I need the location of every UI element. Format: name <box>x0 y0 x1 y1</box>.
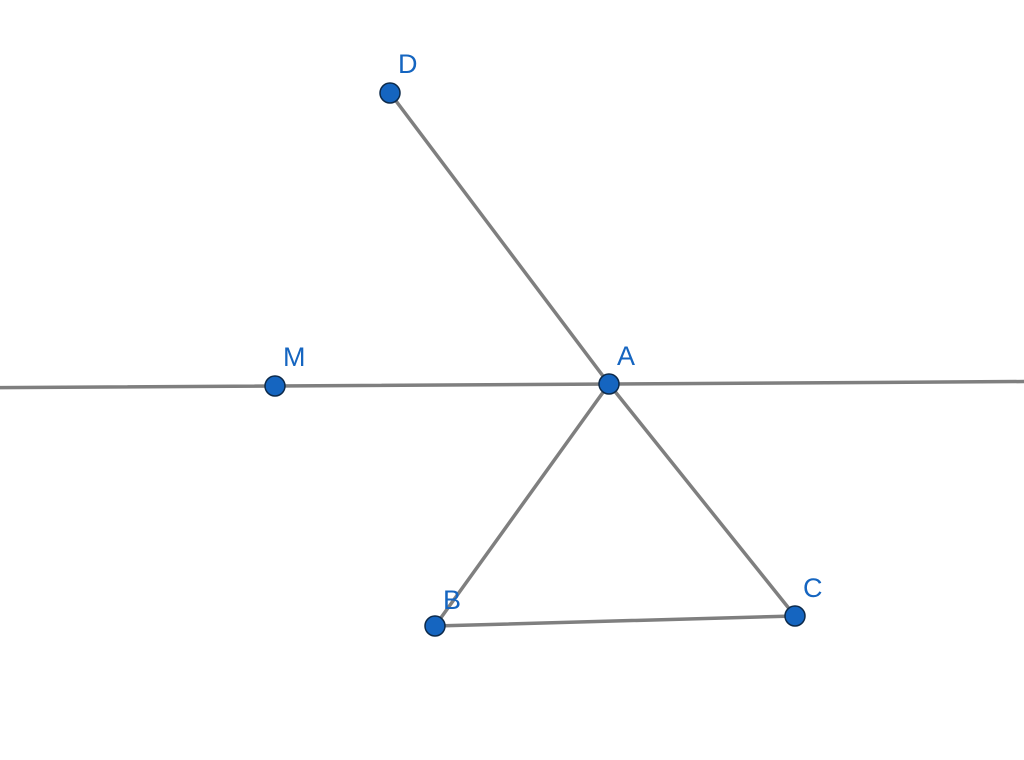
point-a[interactable] <box>598 373 620 395</box>
point-label-c: C <box>803 573 823 603</box>
labels-layer: D M A B C <box>283 49 823 615</box>
segment-ab <box>433 382 611 628</box>
segment-ac <box>607 382 797 618</box>
line-ma <box>0 379 1024 390</box>
segments-layer <box>388 91 797 628</box>
lines-layer <box>0 379 1024 390</box>
point-m[interactable] <box>264 375 286 397</box>
point-label-b: B <box>443 585 461 615</box>
point-c[interactable] <box>784 605 806 627</box>
segment-da <box>388 91 611 386</box>
point-d[interactable] <box>379 82 401 104</box>
segment-bc <box>433 614 797 628</box>
points-layer <box>264 82 806 637</box>
point-label-a: A <box>617 341 635 371</box>
point-b[interactable] <box>424 615 446 637</box>
point-label-m: M <box>283 342 306 372</box>
point-label-d: D <box>398 49 418 79</box>
